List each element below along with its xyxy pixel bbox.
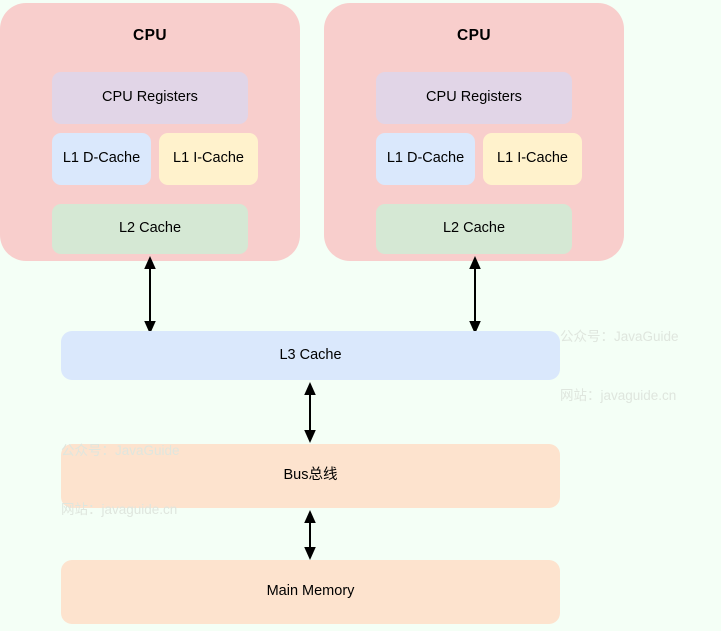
cpu-left-l1-i-cache[interactable]: L1 I-Cache [159, 133, 258, 185]
cpu-right-l2-cache[interactable]: L2 Cache [376, 204, 572, 254]
cpu-left-registers[interactable]: CPU Registers [52, 72, 248, 124]
cpu-left-l1-d-cache[interactable]: L1 D-Cache [52, 133, 151, 185]
cpu-right-registers[interactable]: CPU Registers [376, 72, 572, 124]
main-memory-block[interactable]: Main Memory [61, 560, 560, 624]
cpu-title-right: CPU [457, 27, 491, 44]
connector-bus-to-memory [300, 510, 320, 560]
cpu-right-l2-cache-label: L2 Cache [442, 220, 506, 237]
cpu-left-l2-cache-label: L2 Cache [118, 220, 182, 237]
watermark-top-right-line2: 网站：javaguide.cn [560, 387, 677, 403]
watermark-middle-left: 公众号：JavaGuide 网站：javaguide.cn [61, 402, 180, 559]
cpu-left-l2-cache[interactable]: L2 Cache [52, 204, 248, 254]
connector-cpu-left-to-l3 [140, 256, 160, 334]
bus-block[interactable]: Bus总线 [61, 444, 560, 508]
cpu-package-left[interactable]: CPU CPU Registers L1 D-Cache L1 I-Cache … [0, 3, 300, 261]
connector-cpu-right-to-l3 [465, 256, 485, 334]
cpu-left-l1-i-cache-label: L1 I-Cache [173, 150, 244, 167]
cpu-right-l1-i-cache-label: L1 I-Cache [497, 150, 568, 167]
cpu-left-l1-d-cache-label: L1 D-Cache [62, 150, 141, 167]
main-memory-label: Main Memory [266, 583, 355, 600]
l3-cache-block[interactable]: L3 Cache [61, 331, 560, 380]
cpu-right-l1-i-cache[interactable]: L1 I-Cache [483, 133, 582, 185]
cpu-title-left: CPU [133, 27, 167, 44]
bus-label: Bus总线 [283, 467, 338, 484]
watermark-middle-left-line1: 公众号：JavaGuide [61, 443, 180, 459]
watermark-top-right-line1: 公众号：JavaGuide [560, 329, 679, 345]
connector-l3-to-bus [300, 382, 320, 443]
cpu-package-right[interactable]: CPU CPU Registers L1 D-Cache L1 I-Cache … [324, 3, 624, 261]
watermark-top-right: 公众号：JavaGuide 网站：javaguide.cn [560, 288, 679, 445]
l3-cache-label: L3 Cache [279, 346, 342, 363]
cpu-right-l1-d-cache[interactable]: L1 D-Cache [376, 133, 475, 185]
cpu-right-registers-label: CPU Registers [426, 89, 522, 106]
watermark-middle-left-line2: 网站：javaguide.cn [61, 501, 178, 517]
cpu-left-registers-label: CPU Registers [102, 89, 198, 106]
cpu-right-l1-d-cache-label: L1 D-Cache [386, 150, 465, 167]
